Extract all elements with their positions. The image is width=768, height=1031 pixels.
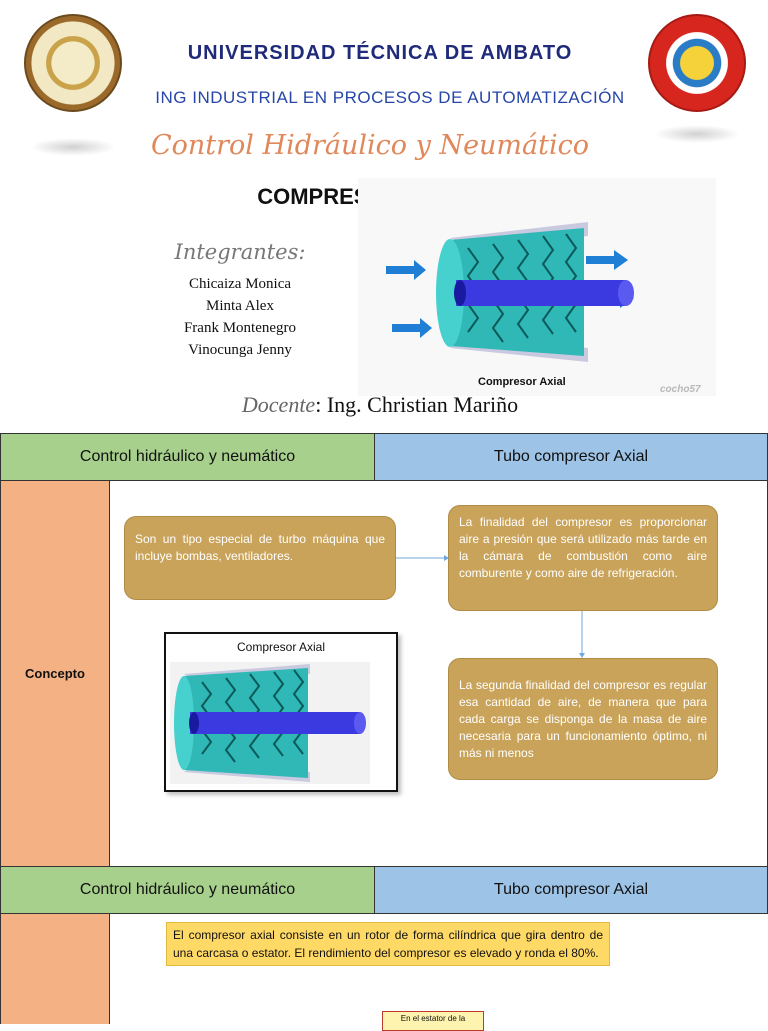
table-header-row: Control hidráulico y neumático Tubo comp… [0, 433, 768, 481]
compressor-drawing [386, 222, 634, 362]
section2-label-cell [0, 914, 110, 1024]
university-name: UNIVERSIDAD TÉCNICA DE AMBATO [187, 42, 573, 64]
concept-box-second-purpose: La segunda finalidad del compresor es re… [448, 658, 718, 780]
axial-description: El compresor axial consiste en un rotor … [166, 922, 610, 966]
arrow-right-icon [444, 555, 449, 561]
hero-caption: Compresor Axial [478, 376, 566, 388]
member-name: Vinocunga Jenny [188, 342, 292, 358]
compressor-illustration: Compresor Axial cocho57 [358, 178, 716, 396]
arrow-down-icon [579, 653, 585, 658]
compressor-small-drawing [170, 662, 370, 784]
table-header-row: Control hidráulico y neumático Tubo comp… [0, 866, 768, 914]
concept-box-purpose: La finalidad del compresor es proporcion… [448, 505, 718, 611]
members-list: Chicaiza Monica Minta Alex Frank Montene… [160, 273, 320, 361]
hero-watermark: cocho57 [660, 384, 701, 395]
header-cell-right: Tubo compresor Axial [375, 866, 768, 914]
header-cell-left: Control hidráulico y neumático [0, 866, 375, 914]
member-name: Frank Montenegro [183, 320, 297, 336]
faculty-seal-right [648, 14, 746, 112]
course-title: Control Hidráulico y Neumático [150, 130, 589, 161]
concepto-label-cell: Concepto [0, 481, 110, 867]
docente-name: : Ing. Christian Mariño [315, 392, 519, 417]
seal-shadow-left [30, 138, 116, 156]
career-name: ING INDUSTRIAL EN PROCESOS DE AUTOMATIZA… [155, 88, 625, 107]
docente-label: Docente [241, 392, 316, 417]
compressor-figure: Compresor Axial [164, 632, 398, 792]
university-seal-left [24, 14, 122, 112]
header-cell-left: Control hidráulico y neumático [0, 433, 375, 481]
seal-shadow-right [654, 125, 740, 143]
figure-caption: Compresor Axial [236, 640, 326, 654]
member-name: Chicaiza Monica [188, 276, 292, 292]
members-title: Integrantes: [174, 240, 306, 264]
concept-box-definition: Son un tipo especial de turbo máquina qu… [124, 516, 396, 600]
docente-line: Docente: Ing. Christian Mariño [200, 392, 560, 418]
header-cell-right: Tubo compresor Axial [375, 433, 768, 481]
member-name: Minta Alex [206, 298, 274, 314]
stator-note: En el estator de la [382, 1011, 484, 1031]
